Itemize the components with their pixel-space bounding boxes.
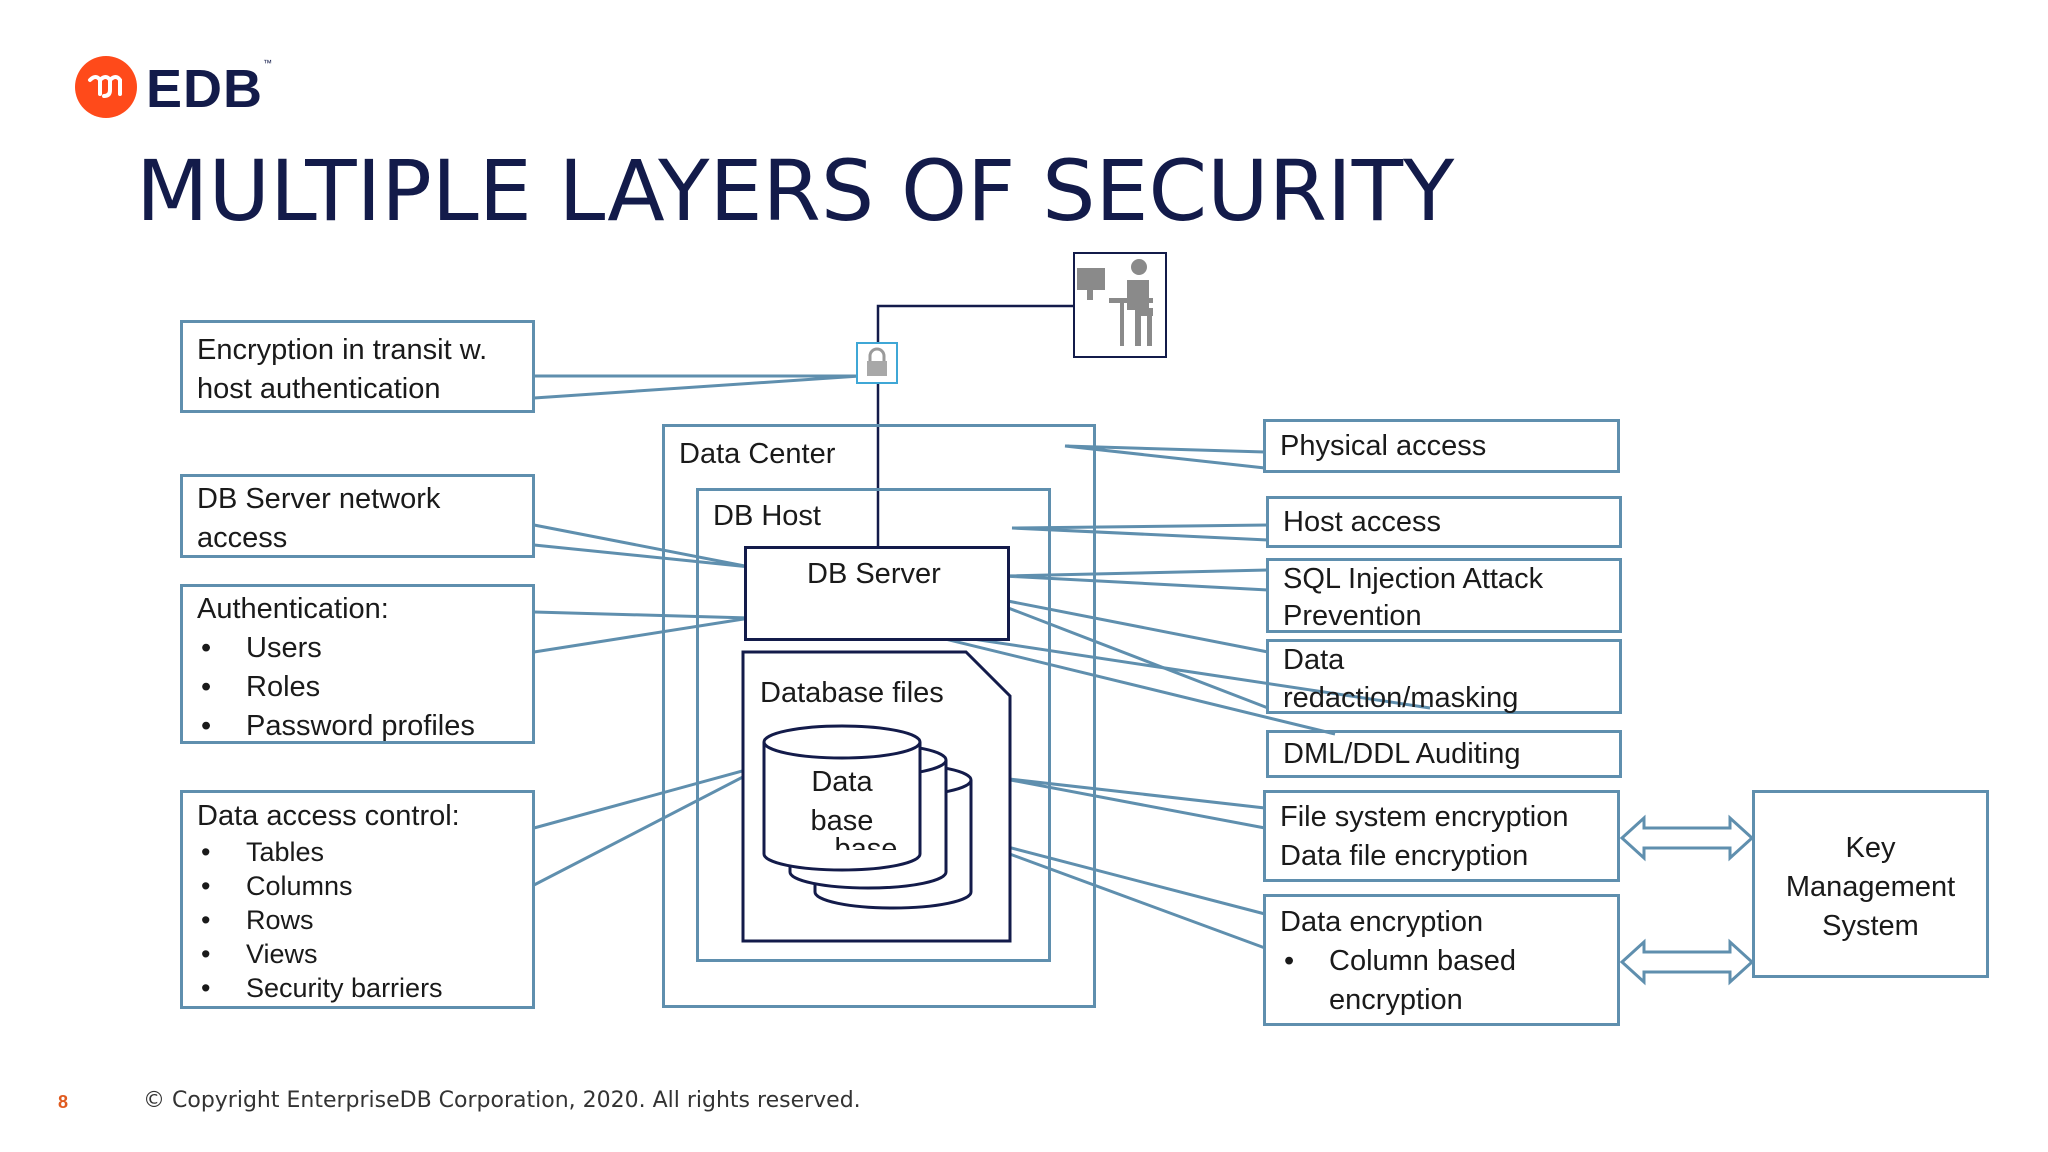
encryption-transit-box: Encryption in transit w. host authentica… xyxy=(180,320,535,413)
data-access-heading: Data access control: xyxy=(197,800,460,832)
physical-access-label: Physical access xyxy=(1280,430,1487,462)
redaction-line1: Data xyxy=(1283,644,1345,676)
database-files-label: Database files xyxy=(760,677,944,709)
connector-physical xyxy=(1064,444,1266,470)
kms-box: Key Management System xyxy=(1752,790,1989,978)
host-access-box: Host access xyxy=(1266,496,1622,548)
page-number: 8 xyxy=(58,1092,69,1112)
data-encryption-box: Data encryption Column based encryption xyxy=(1263,894,1620,1026)
db-network-line1: DB Server network xyxy=(197,483,441,515)
arrow-kms-file xyxy=(1619,814,1755,862)
data-center-label: Data Center xyxy=(679,438,836,470)
list-item: Views xyxy=(197,937,443,971)
db-server-label: DB Server xyxy=(807,558,941,590)
data-access-list: Tables Columns Rows Views Security barri… xyxy=(197,835,443,1005)
db-server-box: DB Server xyxy=(744,546,1010,641)
db-host-box: DB Host xyxy=(696,488,1051,962)
data-encryption-list: Column based xyxy=(1280,942,1516,981)
edb-logo-icon xyxy=(75,56,137,118)
db-network-line2: access xyxy=(197,522,288,554)
list-item: Rows xyxy=(197,903,443,937)
db-host-label: DB Host xyxy=(713,500,821,532)
connector-user-to-server xyxy=(876,304,1075,547)
data-center-box: Data Center xyxy=(662,424,1096,1008)
host-access-label: Host access xyxy=(1283,506,1441,538)
db-network-box: DB Server network access xyxy=(180,474,535,558)
connector-host xyxy=(1011,523,1269,542)
redaction-line2: redaction/masking xyxy=(1283,682,1519,714)
list-item: Columns xyxy=(197,869,443,903)
authentication-heading: Authentication: xyxy=(197,593,389,625)
authentication-box: Authentication: Users Roles Password pro… xyxy=(180,584,535,746)
copyright-text: © Copyright EnterpriseDB Corporation, 20… xyxy=(143,1088,861,1113)
database-back-label: base xyxy=(834,833,898,850)
kms-line2: Management xyxy=(1785,871,1956,903)
list-item: Users xyxy=(197,629,475,668)
encryption-transit-line1: Encryption in transit w. xyxy=(197,334,488,366)
sql-injection-line1: SQL Injection Attack xyxy=(1283,563,1544,595)
data-encryption-continuation: encryption xyxy=(1329,984,1463,1016)
connector-encryption-transit xyxy=(533,374,861,400)
edb-logo-text: EDB™ xyxy=(146,58,274,119)
sql-injection-box: SQL Injection Attack Prevention xyxy=(1266,558,1622,633)
list-item: Password profiles xyxy=(197,707,475,746)
auditing-label: DML/DDL Auditing xyxy=(1283,738,1521,770)
list-item: Tables xyxy=(197,835,443,869)
kms-line1: Key xyxy=(1845,832,1896,864)
file-encryption-box: File system encryption Data file encrypt… xyxy=(1263,790,1620,882)
database-front-line1: Data xyxy=(811,766,873,798)
kms-line3: System xyxy=(1822,910,1919,942)
auditing-box: DML/DDL Auditing xyxy=(1266,730,1622,778)
data-encryption-heading: Data encryption xyxy=(1280,906,1484,938)
authentication-list: Users Roles Password profiles xyxy=(197,629,475,746)
file-encryption-line1: File system encryption xyxy=(1280,801,1569,833)
arrow-kms-data xyxy=(1619,938,1755,986)
database-cylinders-icon xyxy=(762,724,973,910)
list-item: Column based xyxy=(1280,942,1516,981)
database-front-line2: base xyxy=(810,805,874,837)
user-workstation-icon xyxy=(1073,252,1167,358)
physical-access-box: Physical access xyxy=(1263,419,1620,473)
data-access-box: Data access control: Tables Columns Rows… xyxy=(180,790,535,1009)
list-item: Roles xyxy=(197,668,475,707)
page-title: MULTIPLE LAYERS OF SECURITY xyxy=(136,142,1455,240)
redaction-box: Data redaction/masking xyxy=(1266,639,1622,714)
sql-injection-line2: Prevention xyxy=(1283,600,1422,632)
file-encryption-line2: Data file encryption xyxy=(1280,840,1529,872)
encryption-transit-line2: host authentication xyxy=(197,373,441,405)
list-item: Security barriers xyxy=(197,971,443,1005)
lock-icon xyxy=(856,342,898,384)
